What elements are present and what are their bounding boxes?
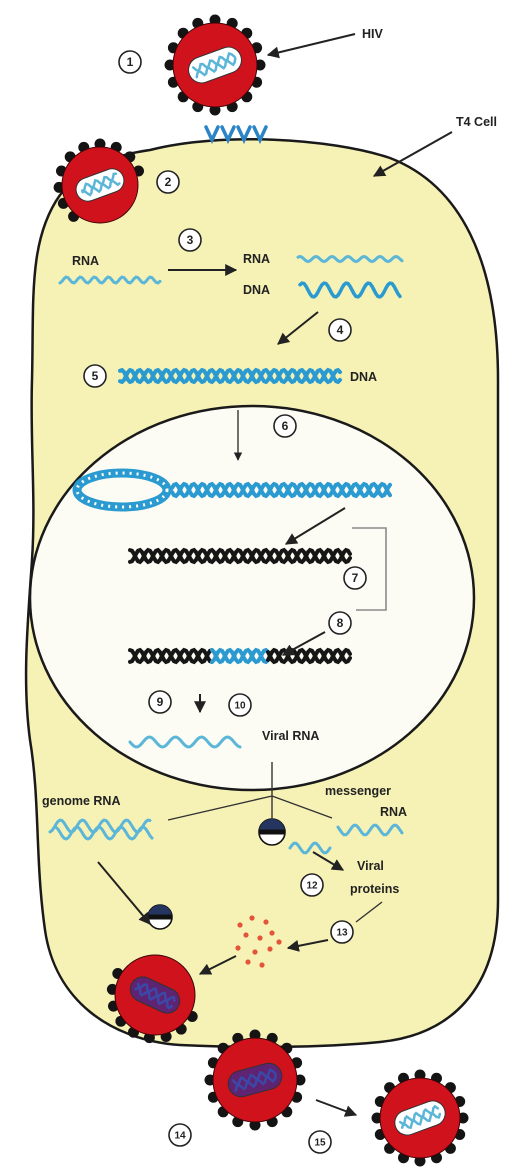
step-14-number: 14 [174,1131,186,1142]
step-7-marker: 7 [344,567,366,589]
step-1-number: 1 [127,55,134,69]
cd4-receptor [222,127,234,140]
step-15-marker: 15 [309,1131,331,1153]
dna-single-label: DNA [243,283,270,297]
step-3-number: 3 [187,233,194,247]
step-14-marker: 14 [169,1124,191,1146]
ribosome-band [259,830,285,835]
cell-nucleus [30,406,474,790]
step-10-number: 10 [234,701,246,712]
viral-protein-dot [267,946,272,951]
step-6-number: 6 [282,419,289,433]
ribosome-band [148,915,172,920]
step-5-marker: 5 [84,365,106,387]
viral-protein-dot [237,922,242,927]
step-2-marker: 2 [157,171,179,193]
viral-protein-dot [245,959,250,964]
step-4-number: 4 [337,323,344,337]
viral-protein-dot [235,945,240,950]
dna-double-label: DNA [350,370,377,384]
viral-protein-dot [252,949,257,954]
ribosome-icon [148,905,172,929]
step-2-number: 2 [165,175,172,189]
rna-input-label: RNA [72,254,99,268]
step-1-marker: 1 [119,51,141,73]
step-12-number: 12 [306,881,318,892]
genome-rna-label: genome RNA [42,794,120,808]
step-9-marker: 9 [149,691,171,713]
step-13-marker: 13 [331,921,353,943]
step-5-number: 5 [92,369,99,383]
messenger-rna-label: RNA [380,805,407,819]
viral-protein-dot [263,919,268,924]
cd4-receptor [206,127,218,140]
viral-protein-dot [249,915,254,920]
viral-protein-dot [243,932,248,937]
rna-template-label: RNA [243,252,270,266]
hiv-virion-released [205,1030,306,1131]
step-4-marker: 4 [329,319,351,341]
proteins-label: proteins [350,882,399,896]
step-13-number: 13 [336,928,348,939]
step-10-marker: 10 [229,694,251,716]
viral-label: Viral [357,859,384,873]
release-arrow [316,1100,356,1115]
step-3-marker: 3 [179,229,201,251]
hiv-virion-mature [372,1070,469,1167]
host-dna-left [130,650,212,662]
hiv-label: HIV [362,27,384,41]
step-12-marker: 12 [301,874,323,896]
step-15-number: 15 [314,1138,326,1149]
step-6-marker: 6 [274,415,296,437]
step-7-number: 7 [352,571,359,585]
t4-cell-label: T4 Cell [456,115,497,129]
viral-protein-dot [259,962,264,967]
step-8-marker: 8 [329,612,351,634]
step-8-number: 8 [337,616,344,630]
viral-protein-dot [269,930,274,935]
ribosome-icon [259,819,285,845]
step-9-number: 9 [157,695,164,709]
messenger-label: messenger [325,784,391,798]
hiv-virion-free [165,15,266,116]
viral-protein-dot [257,935,262,940]
viral-rna-label: Viral RNA [262,729,319,743]
viral-protein-dot [276,939,281,944]
hiv-pointer-arrow [268,34,355,55]
